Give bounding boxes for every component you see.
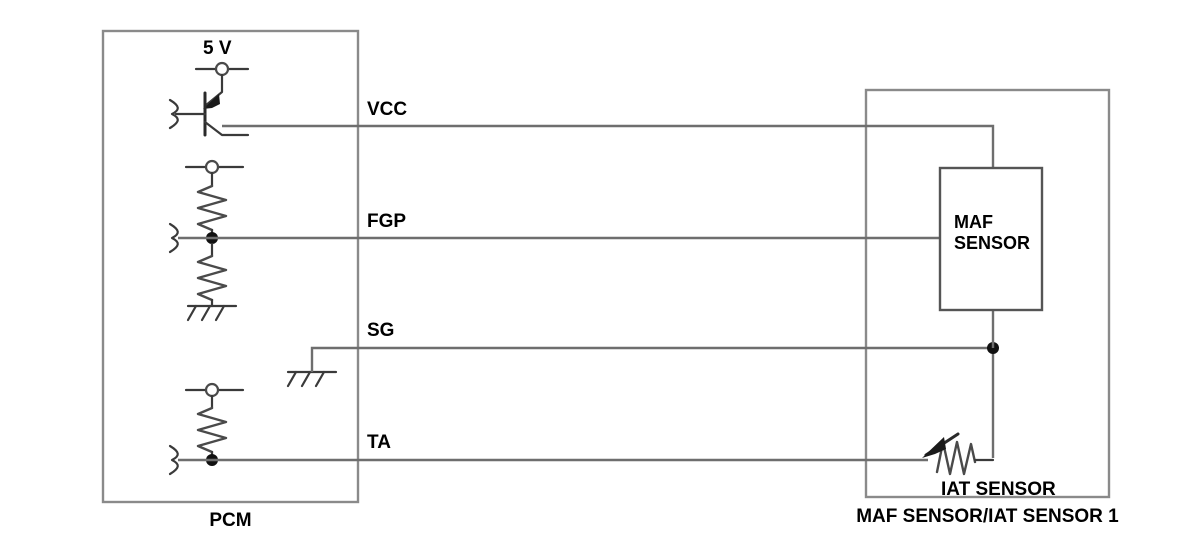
fgp-ground-hatch-2 [200,304,212,322]
maf-sensor-block-label: MAF SENSOR [954,212,1030,254]
pcm-enclosure [101,29,360,504]
pcm-pin-connector-fgp [168,222,179,254]
wire-vcc [222,124,995,168]
transistor-collector-lead [203,120,250,137]
vcc-terminal-node [214,61,230,77]
maf-sensor-block [938,166,1044,312]
transistor-emitter-arrow [203,94,220,109]
ta-pullup-resistor [196,406,228,454]
fgp-ground-hatch-1 [186,304,198,322]
iat-thermistor-arrow-head [922,437,946,458]
fgp-pulldown-resistor [196,254,228,302]
iat-sensor-label: IAT SENSOR [941,479,1056,500]
maf-sensor-block-label-line1: MAF [954,212,993,232]
signal-label-ta: TA [367,432,391,453]
supply-label-5v: 5 V [203,38,232,59]
signal-label-vcc: VCC [367,99,408,120]
maf-iat-enclosure [864,88,1111,499]
sg-ground-hatch-3 [314,370,326,388]
maf-iat-caption: MAF SENSOR/IAT SENSOR 1 [856,506,1119,527]
pcm-caption: PCM [209,510,252,531]
ta-terminal-node [204,382,220,398]
pcm-pin-connector-ta [168,444,179,476]
signal-label-sg: SG [367,320,395,341]
sg-ground-hatch-1 [286,370,298,388]
signal-label-fgp: FGP [367,211,407,232]
maf-sensor-block-label-line2: SENSOR [954,233,1031,254]
fgp-terminal-node [204,159,220,175]
wire-sg [310,346,993,372]
fgp-pullup-resistor [196,184,228,232]
transistor-emitter-lead [203,73,224,108]
pcm-pin-connector-vcc [168,98,179,130]
sg-ground-hatch-2 [300,370,312,388]
fgp-ground-hatch-3 [214,304,226,322]
